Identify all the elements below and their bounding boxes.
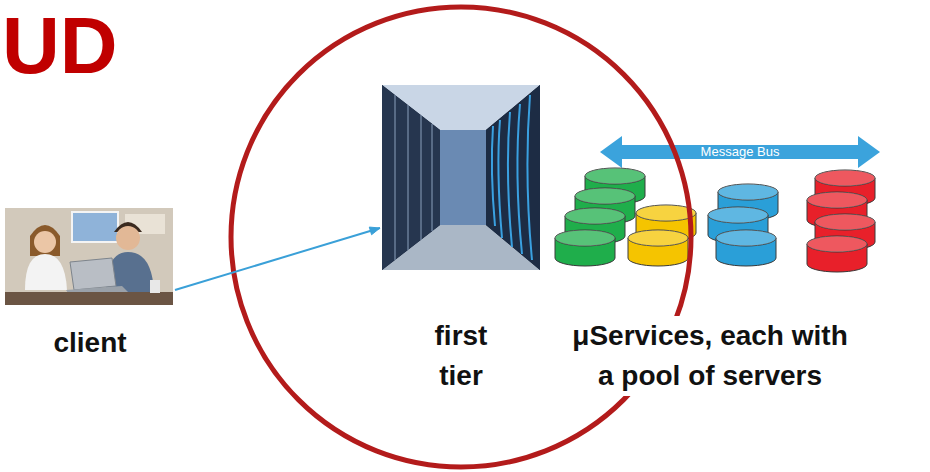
arrow-head (369, 227, 380, 235)
node-label: μServices, each with a pool of servers (562, 316, 858, 396)
right-racks (486, 85, 540, 270)
picture-node: first tier (380, 85, 542, 402)
red-server (807, 236, 867, 272)
message-bus-arrow (600, 136, 880, 168)
rack-line (421, 115, 422, 240)
connector-line (175, 228, 380, 290)
laptop-screen (70, 258, 116, 290)
node-label: client (50, 323, 129, 363)
woman-head (34, 231, 56, 253)
datacenter-photo (382, 85, 540, 270)
node-label: first tier (423, 316, 499, 396)
photo-wall (5, 208, 173, 305)
blue-cables (492, 95, 532, 260)
cable (498, 120, 502, 238)
yellow-server (628, 230, 688, 266)
rack-line (408, 105, 409, 250)
cable (492, 126, 495, 226)
rack-line (395, 95, 396, 260)
cable (527, 95, 532, 260)
picture-space (380, 85, 542, 270)
photo-ground (382, 85, 540, 270)
photo-window (72, 212, 118, 242)
blue-server (716, 230, 776, 266)
green-server (555, 230, 615, 266)
picture-node: μServices, each with a pool of servers (525, 150, 895, 402)
cable (517, 104, 522, 254)
highlight-circle (231, 7, 691, 467)
client-photo (5, 208, 173, 305)
microservice-pools (555, 168, 875, 272)
connector-arrow (175, 227, 380, 290)
left-racks (382, 85, 440, 270)
man-head (116, 226, 140, 250)
bus-label: Message Bus (701, 145, 780, 159)
picture-space (525, 150, 895, 270)
woman-hair (30, 225, 60, 256)
woman-body (25, 254, 67, 290)
cable (508, 112, 512, 247)
title-text: UD (2, 6, 118, 86)
photo-cup (150, 280, 160, 293)
photo-table (5, 292, 173, 305)
picture-node: client (5, 208, 175, 369)
photo-back-wall (440, 130, 486, 225)
picture-space (5, 208, 175, 305)
rack-line (432, 124, 433, 231)
rack-lines (395, 95, 432, 260)
